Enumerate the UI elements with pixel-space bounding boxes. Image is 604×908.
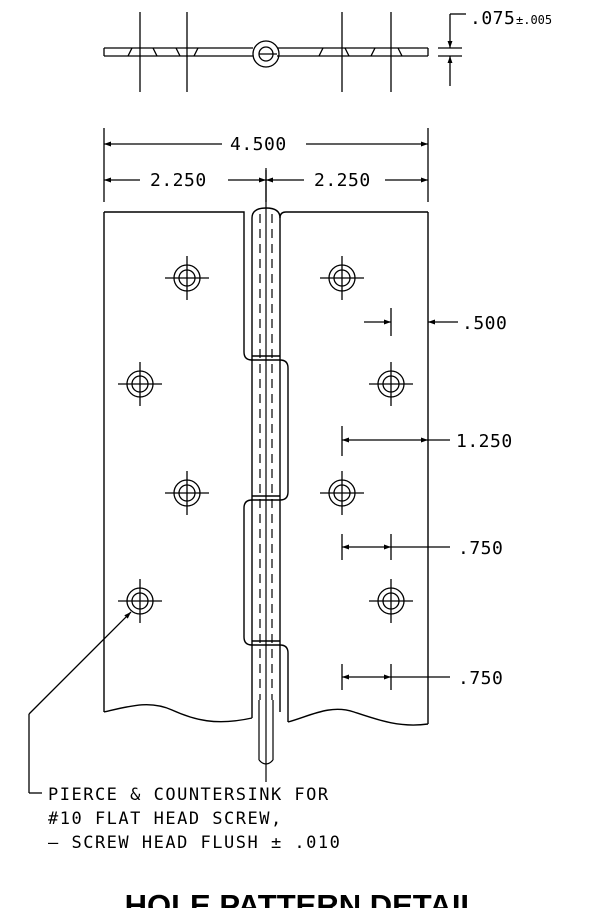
hole-spacing-lower-value: .750 <box>458 668 503 689</box>
hole-spacing-lower-dimension <box>341 664 450 690</box>
screw-hole <box>320 256 364 300</box>
screw-hole <box>320 471 364 515</box>
edge-offset-dimension <box>364 308 458 336</box>
detail-title: HOLE PATTERN DETAIL <box>125 888 480 908</box>
row-offset-dimension <box>341 426 450 456</box>
edge-offset-value: .500 <box>462 313 507 334</box>
overall-width-value: 4.500 <box>230 134 287 155</box>
screw-hole <box>165 256 209 300</box>
right-leaf-outline <box>279 211 429 726</box>
thickness-tolerance: ±.005 <box>516 13 552 27</box>
note-line-2: #10 FLAT HEAD SCREW, <box>48 809 283 829</box>
thickness-dimension <box>438 13 466 86</box>
screw-holes <box>118 256 413 623</box>
screw-hole <box>369 362 413 406</box>
hole-spacing-upper-value: .750 <box>458 538 503 559</box>
screw-hole <box>369 579 413 623</box>
hinge-pin <box>258 168 274 782</box>
half-width-right-value: 2.250 <box>314 170 371 191</box>
screw-hole <box>165 471 209 515</box>
row-offset-value: 1.250 <box>456 431 513 452</box>
knuckle-outer-circle <box>252 40 280 68</box>
side-view <box>103 12 429 92</box>
thickness-value: .075 <box>470 8 515 29</box>
left-leaf-outline <box>103 211 253 723</box>
note-line-3: – SCREW HEAD FLUSH ± .010 <box>48 833 341 853</box>
screw-hole <box>118 362 162 406</box>
half-width-left-value: 2.250 <box>150 170 207 191</box>
screw-hole <box>118 579 162 623</box>
hole-spacing-upper-dimension <box>341 534 450 560</box>
note-leader <box>28 611 132 794</box>
note-line-1: PIERCE & COUNTERSINK FOR <box>48 785 330 805</box>
